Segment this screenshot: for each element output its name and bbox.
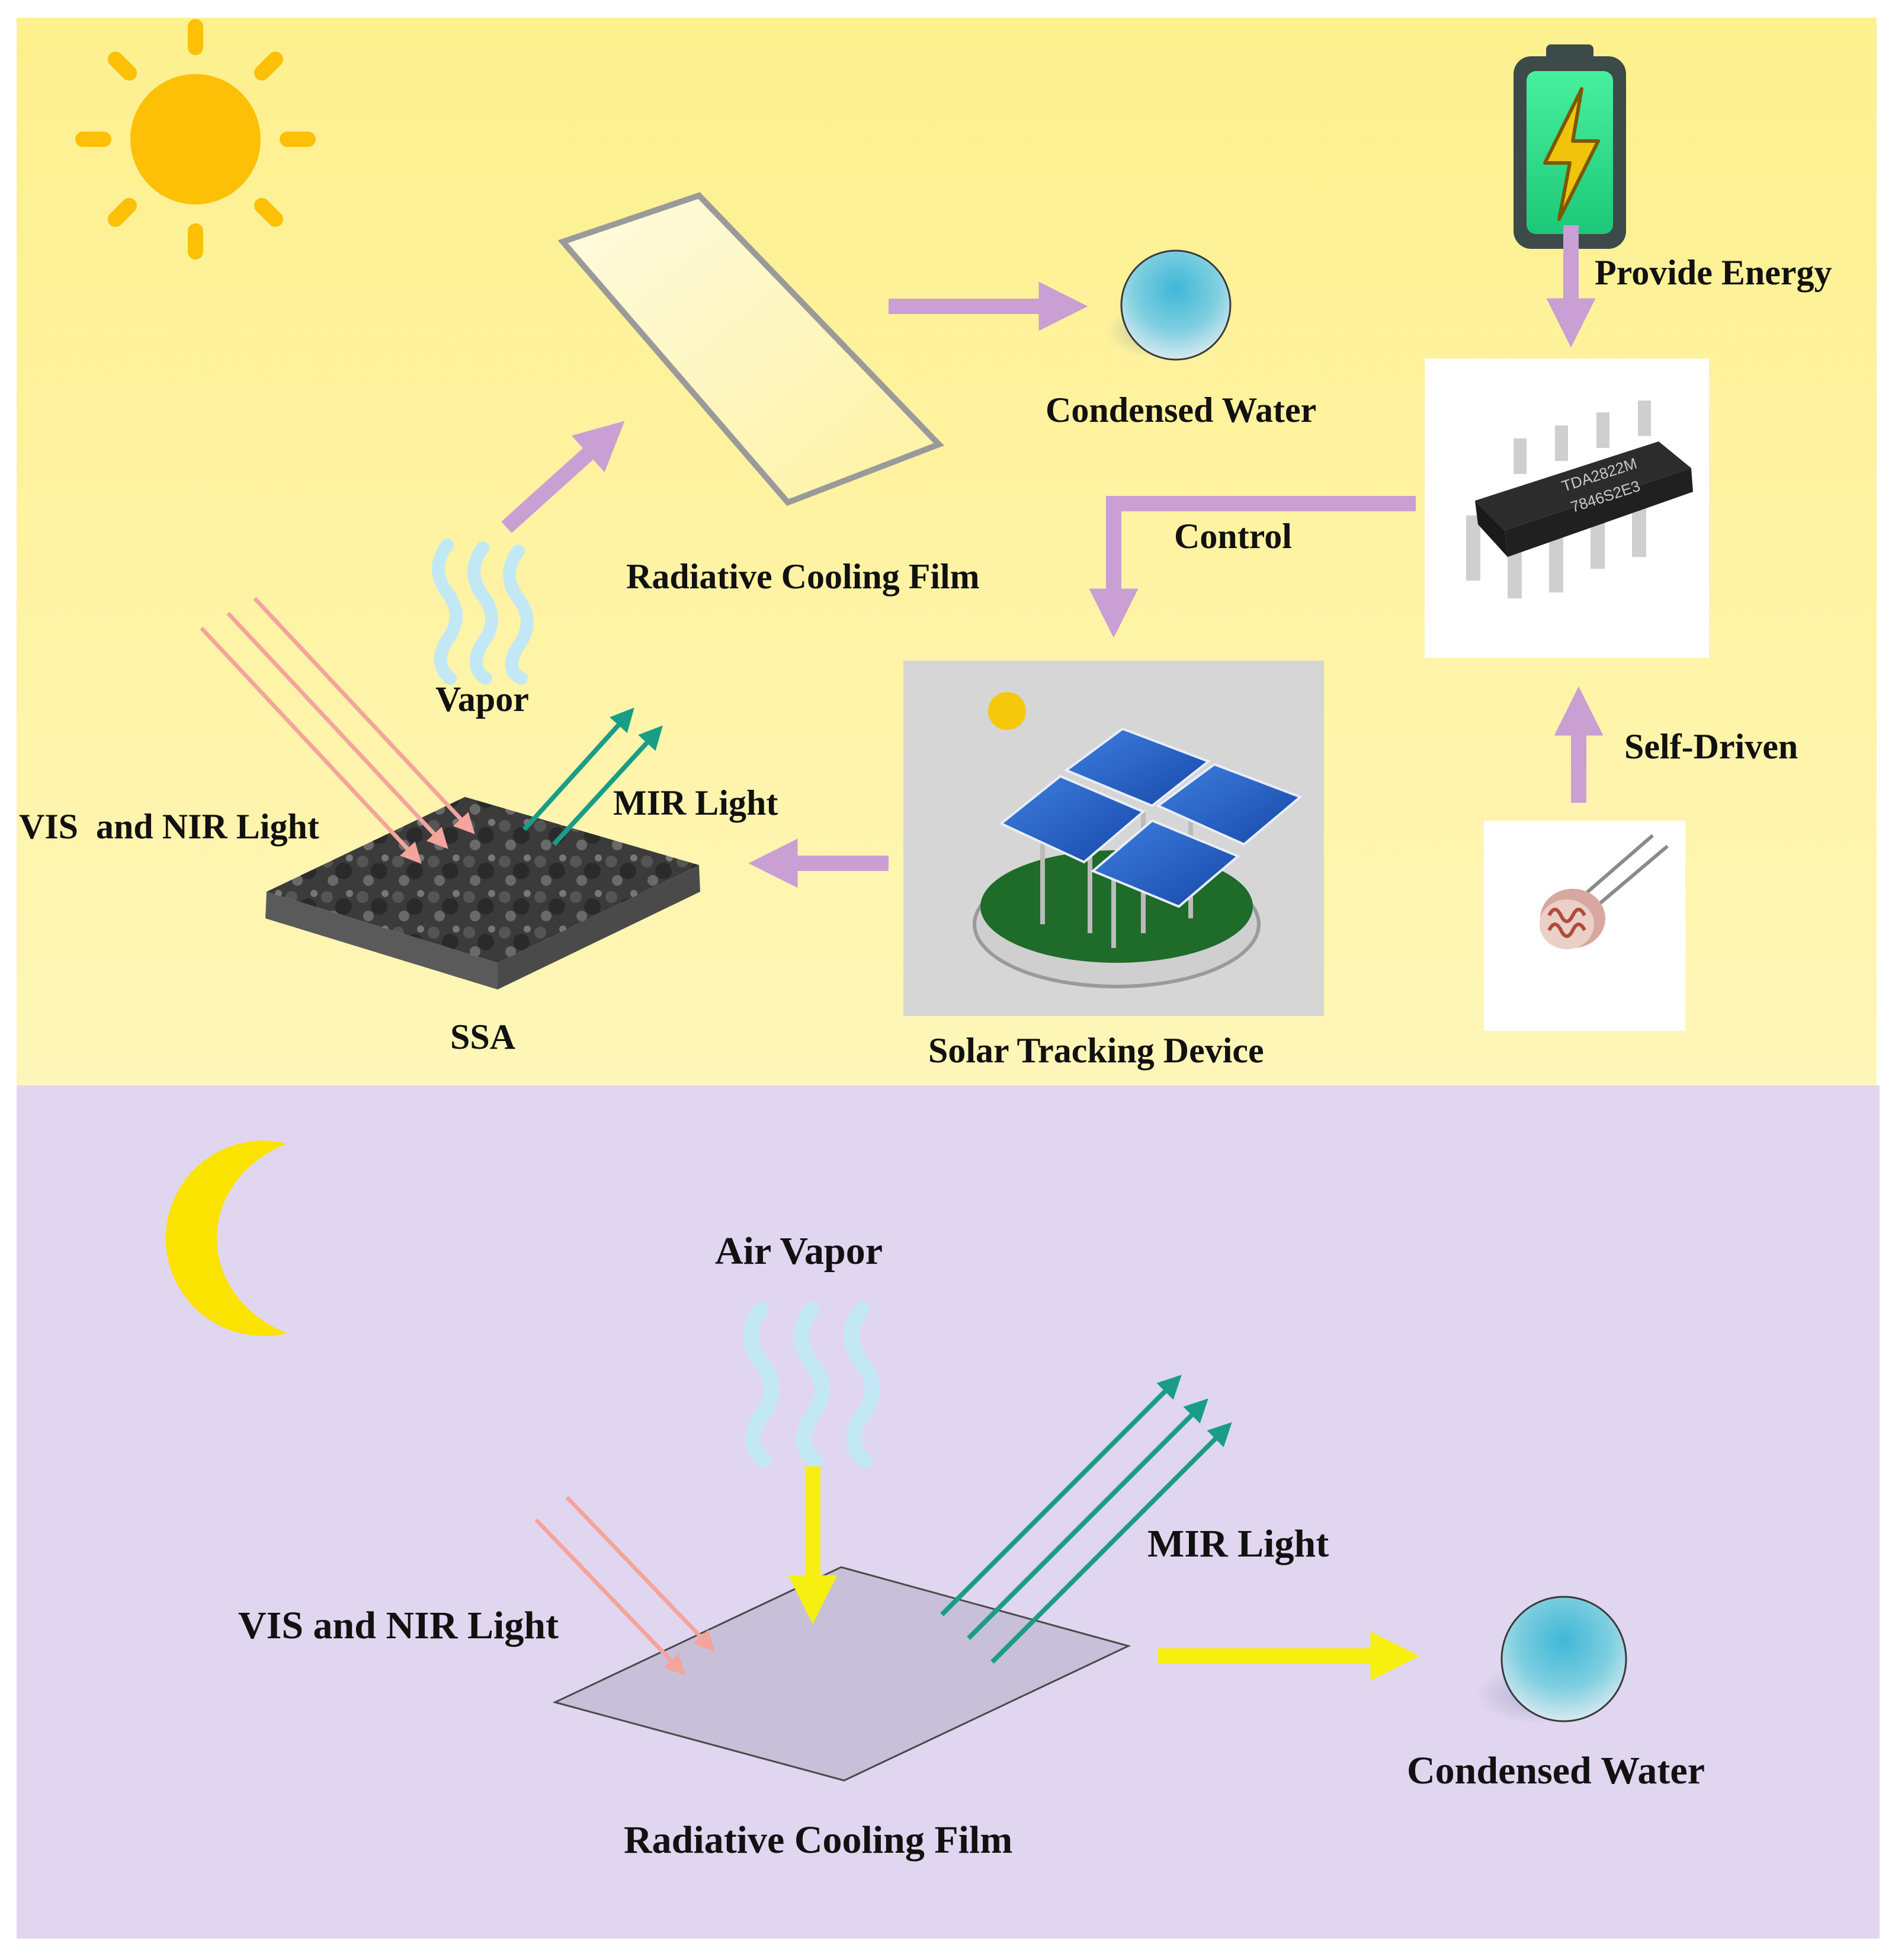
radiative-cooling-film-day	[557, 192, 944, 506]
air-vapor-icon	[743, 1302, 880, 1468]
label-vapor: Vapor	[435, 680, 529, 719]
label-ssa: SSA	[450, 1017, 515, 1056]
battery-icon	[1514, 44, 1626, 249]
label-condensed-water-day: Condensed Water	[1046, 390, 1316, 430]
label-vis-nir-light-day: VIS and NIR Light	[19, 807, 319, 846]
label-solar-tracking-device: Solar Tracking Device	[928, 1031, 1264, 1070]
night-panel	[17, 1085, 1880, 1939]
label-air-vapor: Air Vapor	[715, 1229, 883, 1273]
day-flow-arrows	[501, 225, 1604, 888]
label-condensed-water-night: Condensed Water	[1407, 1749, 1705, 1792]
sun-icon	[75, 19, 316, 260]
label-vis-nir-light-night: VIS and NIR Light	[238, 1604, 559, 1647]
label-mir-light-day: MIR Light	[613, 783, 778, 822]
water-drop-icon	[1105, 249, 1232, 361]
mir-light-rays-night	[940, 1375, 1232, 1664]
arrow-vapor-to-film	[501, 421, 625, 533]
night-flow-arrows	[788, 1466, 1420, 1681]
mir-light-rays-day	[522, 707, 663, 846]
label-self-driven: Self-Driven	[1624, 727, 1798, 766]
vis-nir-light-rays-day	[200, 597, 475, 864]
chip-icon: TDA2822M 7846S2E3	[1425, 358, 1709, 658]
label-radiative-cooling-film-day: Radiative Cooling Film	[626, 557, 980, 596]
label-mir-light-night: MIR Light	[1147, 1522, 1329, 1565]
water-drop-night-icon	[1475, 1596, 1627, 1724]
label-provide-energy: Provide Energy	[1595, 253, 1832, 292]
ssa-block	[265, 797, 700, 989]
label-radiative-cooling-film-night: Radiative Cooling Film	[624, 1818, 1012, 1862]
solar-panel-icon	[903, 661, 1324, 1016]
arrow-chip-to-tracker	[1089, 496, 1416, 638]
vapor-icon	[432, 539, 534, 685]
label-control: Control	[1174, 517, 1292, 556]
vis-nir-light-rays-night	[534, 1495, 715, 1676]
photoresistor-icon	[1484, 821, 1685, 1031]
moon-icon	[165, 1141, 287, 1336]
